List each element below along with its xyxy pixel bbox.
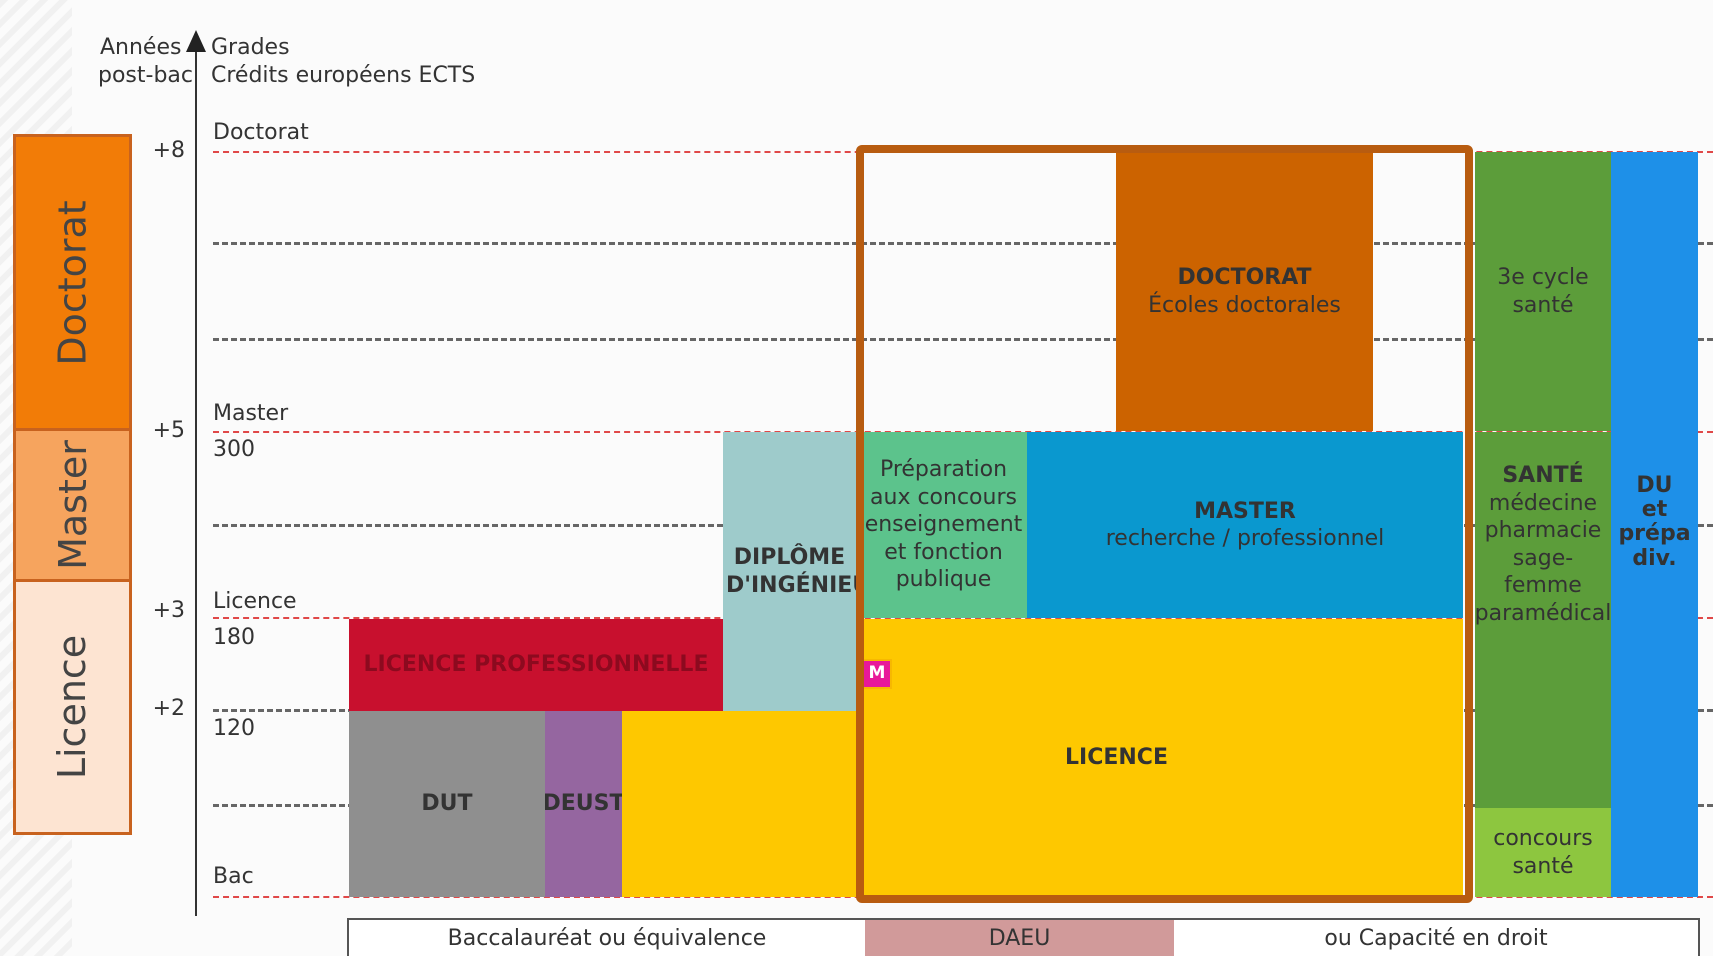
block-du-line1: DU bbox=[1636, 473, 1673, 498]
cycle-licence-label: Licence bbox=[50, 634, 95, 780]
block-doctorat-line1: DOCTORAT bbox=[1177, 265, 1312, 290]
footer-baccalaureat-label: Baccalauréat ou équivalence bbox=[447, 925, 767, 951]
block-du-prepa: DU et prépa div. bbox=[1611, 152, 1698, 897]
block-deust-label: DEUST bbox=[545, 791, 622, 817]
block-sante-line3: pharmacie bbox=[1484, 518, 1602, 543]
cycle-licence: Licence bbox=[13, 579, 132, 835]
block-prep-line1: Préparation bbox=[879, 457, 1008, 483]
block-diplome-ingenieur: DIPLÔME D'INGÉNIEUR bbox=[723, 432, 856, 711]
level-plus8: +8 bbox=[152, 138, 185, 163]
cycle-doctorat: Doctorat bbox=[13, 134, 132, 431]
block-sante3-line2: santé bbox=[1512, 292, 1574, 318]
m-badge-label: M bbox=[868, 663, 886, 684]
block-diplome-line1: DIPLÔME bbox=[733, 545, 846, 570]
block-prep-line5: publique bbox=[895, 567, 992, 593]
block-sante-line4: sage-femme bbox=[1504, 545, 1582, 599]
block-licence-label: LICENCE bbox=[1065, 744, 1168, 770]
line-plus6 bbox=[213, 338, 1713, 341]
block-preparation-concours: Préparation aux concours enseignement et… bbox=[860, 432, 1027, 618]
block-sante: SANTÉ médecine pharmacie sage-femme para… bbox=[1475, 432, 1611, 808]
credits-180: 180 bbox=[213, 625, 255, 650]
years-label-line2: post-bac bbox=[98, 63, 193, 88]
grade-master: Master bbox=[213, 401, 289, 426]
line-plus3 bbox=[213, 617, 1713, 619]
footer-capacite: ou Capacité en droit bbox=[1174, 920, 1698, 956]
block-doctorat: DOCTORAT Écoles doctorales bbox=[1116, 152, 1373, 431]
block-sante-line2: médecine bbox=[1488, 490, 1598, 516]
block-dut-label: DUT bbox=[421, 791, 473, 817]
block-licence-yellow-left bbox=[622, 711, 856, 897]
block-sante-line5: paramédical bbox=[1475, 600, 1611, 626]
grade-doctorat: Doctorat bbox=[213, 120, 309, 145]
footer-daeu: DAEU bbox=[865, 920, 1174, 956]
block-du-line3: prépa bbox=[1618, 521, 1691, 547]
block-deust: DEUST bbox=[545, 711, 622, 897]
block-licence: LICENCE bbox=[860, 619, 1463, 896]
block-licence-pro-label: LICENCE PROFESSIONNELLE bbox=[363, 652, 709, 678]
credits-120: 120 bbox=[213, 716, 255, 741]
footer-capacite-label: ou Capacité en droit bbox=[1324, 925, 1548, 951]
grade-bac: Bac bbox=[213, 864, 254, 889]
cycle-doctorat-label: Doctorat bbox=[50, 199, 95, 366]
grades-label-line1: Grades bbox=[211, 35, 290, 60]
block-sante-line1: SANTÉ bbox=[1502, 463, 1584, 488]
block-concours-line2: santé bbox=[1512, 853, 1574, 879]
highlight-frame bbox=[856, 145, 1473, 903]
cycle-master: Master bbox=[13, 428, 132, 582]
grades-label-line2: Crédits européens ECTS bbox=[211, 63, 476, 88]
cycle-master-label: Master bbox=[50, 440, 95, 570]
block-prep-line3: enseignement bbox=[864, 512, 1023, 538]
footer-baccalaureat: Baccalauréat ou équivalence bbox=[349, 920, 865, 956]
block-master-line2: recherche / professionnel bbox=[1105, 526, 1385, 551]
block-concours-sante: concours santé bbox=[1475, 808, 1611, 897]
level-plus2: +2 bbox=[152, 696, 185, 721]
block-prep-line4: et fonction bbox=[884, 539, 1003, 565]
block-du-line4: div. bbox=[1632, 545, 1677, 571]
block-diplome-line2: D'INGÉNIEUR bbox=[726, 572, 856, 598]
grade-licence: Licence bbox=[213, 589, 297, 614]
block-master: MASTER recherche / professionnel bbox=[1027, 432, 1463, 618]
footer-daeu-label: DAEU bbox=[988, 925, 1051, 951]
axis-arrow-icon bbox=[186, 30, 206, 52]
credits-300: 300 bbox=[213, 437, 255, 462]
block-prep-line2: aux concours bbox=[870, 484, 1017, 510]
block-concours-line1: concours bbox=[1493, 826, 1593, 851]
level-plus3: +3 bbox=[152, 598, 185, 623]
block-licence-pro: LICENCE PROFESSIONNELLE bbox=[349, 619, 723, 711]
vertical-axis bbox=[195, 42, 197, 916]
years-label-line1: Années bbox=[100, 35, 182, 60]
block-master-line1: MASTER bbox=[1194, 498, 1296, 524]
block-dut: DUT bbox=[349, 711, 545, 897]
block-du-line2: et bbox=[1641, 497, 1668, 523]
line-plus7 bbox=[213, 242, 1713, 245]
block-3e-cycle-sante: 3e cycle santé bbox=[1475, 152, 1611, 431]
level-plus5: +5 bbox=[152, 418, 185, 443]
block-doctorat-line2: Écoles doctorales bbox=[1148, 292, 1341, 318]
block-sante3-line1: 3e cycle bbox=[1497, 265, 1589, 290]
